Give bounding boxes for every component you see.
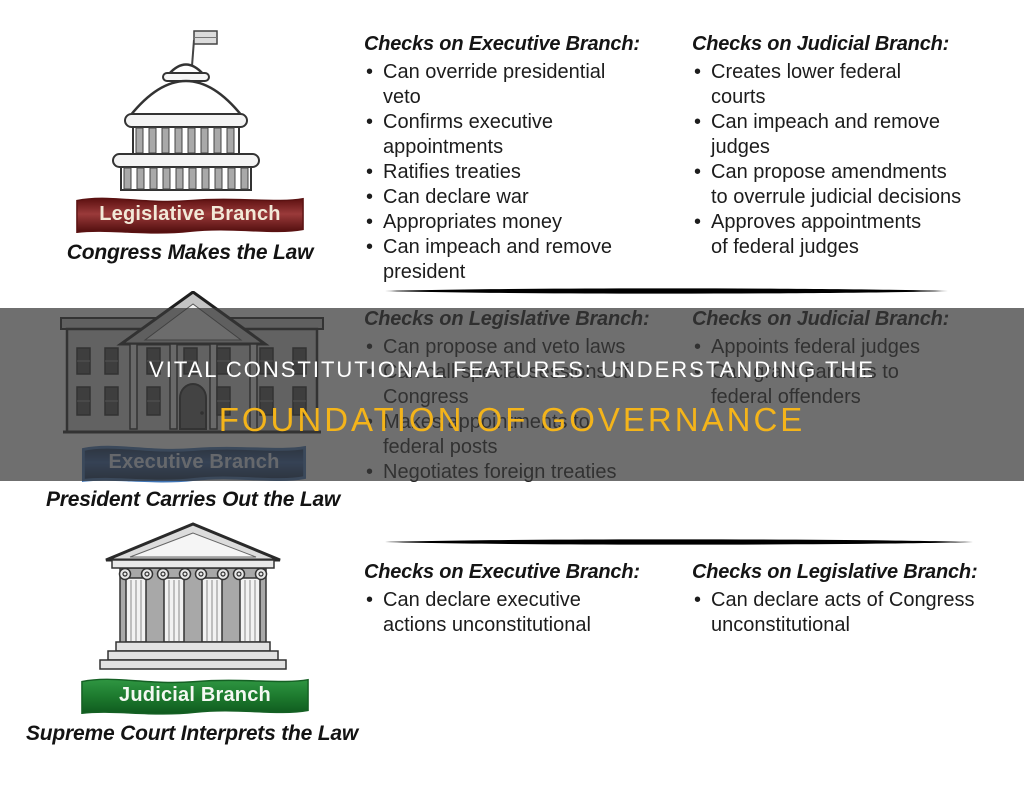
check-item: Confirms executive appointments [364, 110, 660, 160]
page-title-line2: FOUNDATION OF GOVERNANCE [218, 401, 806, 438]
checks-heading: Checks on Executive Branch: [364, 33, 640, 55]
checks-list: Can declare acts of Congress unconstitut… [692, 588, 1014, 638]
capitol-building-icon [112, 30, 260, 191]
page-title-line1: VITAL CONSTITUTIONAL FEATURES: UNDERSTAN… [149, 357, 875, 382]
courthouse-icon [99, 522, 287, 670]
checks-list: Can override presidential vetoConfirms e… [364, 60, 660, 285]
check-item: Creates lower federal courts [692, 60, 1012, 110]
executive-caption: President Carries Out the Law [45, 488, 341, 511]
checks-heading: Checks on Judicial Branch: [692, 33, 950, 55]
legislative-checks-on-judicial: Checks on Judicial Branch: Creates lower… [692, 32, 1012, 260]
red-ribbon [76, 197, 304, 234]
section-divider [385, 539, 973, 545]
check-item: Can declare executive actions unconstitu… [364, 588, 674, 638]
check-item: Can override presidential veto [364, 60, 660, 110]
judicial-checks-on-executive: Checks on Executive Branch: Can declare … [364, 560, 674, 638]
check-item: Can declare acts of Congress unconstitut… [692, 588, 1014, 638]
judicial-checks-on-legislative: Checks on Legislative Branch: Can declar… [692, 560, 1014, 638]
judicial-caption: Supreme Court Interprets the Law [26, 722, 358, 745]
judicial-branch-label: Judicial Branch [119, 683, 271, 706]
check-item: Appropriates money [364, 210, 660, 235]
legislative-branch-label: Legislative Branch [99, 202, 281, 225]
checks-heading: Checks on Legislative Branch: [692, 561, 978, 583]
legislative-branch-banner: Legislative Branch [72, 192, 308, 238]
checks-heading: Checks on Executive Branch: [364, 561, 640, 583]
legislative-checks-on-executive: Checks on Executive Branch: Can override… [364, 32, 660, 285]
check-item: Can declare war [364, 185, 660, 210]
check-item: Ratifies treaties [364, 160, 660, 185]
check-item: Approves appointments of federal judges [692, 210, 1012, 260]
check-item: Can impeach and remove president [364, 235, 660, 285]
checks-list: Creates lower federal courtsCan impeach … [692, 60, 1012, 260]
title-overlay-band [0, 308, 1024, 481]
check-item: Can propose amendments to overrule judic… [692, 160, 1012, 210]
check-item: Can impeach and remove judges [692, 110, 1012, 160]
judicial-branch-banner: Judicial Branch [76, 673, 314, 719]
legislative-caption: Congress Makes the Law [66, 241, 314, 264]
checks-list: Can declare executive actions unconstitu… [364, 588, 674, 638]
green-ribbon [81, 678, 309, 715]
section-divider [385, 288, 948, 294]
